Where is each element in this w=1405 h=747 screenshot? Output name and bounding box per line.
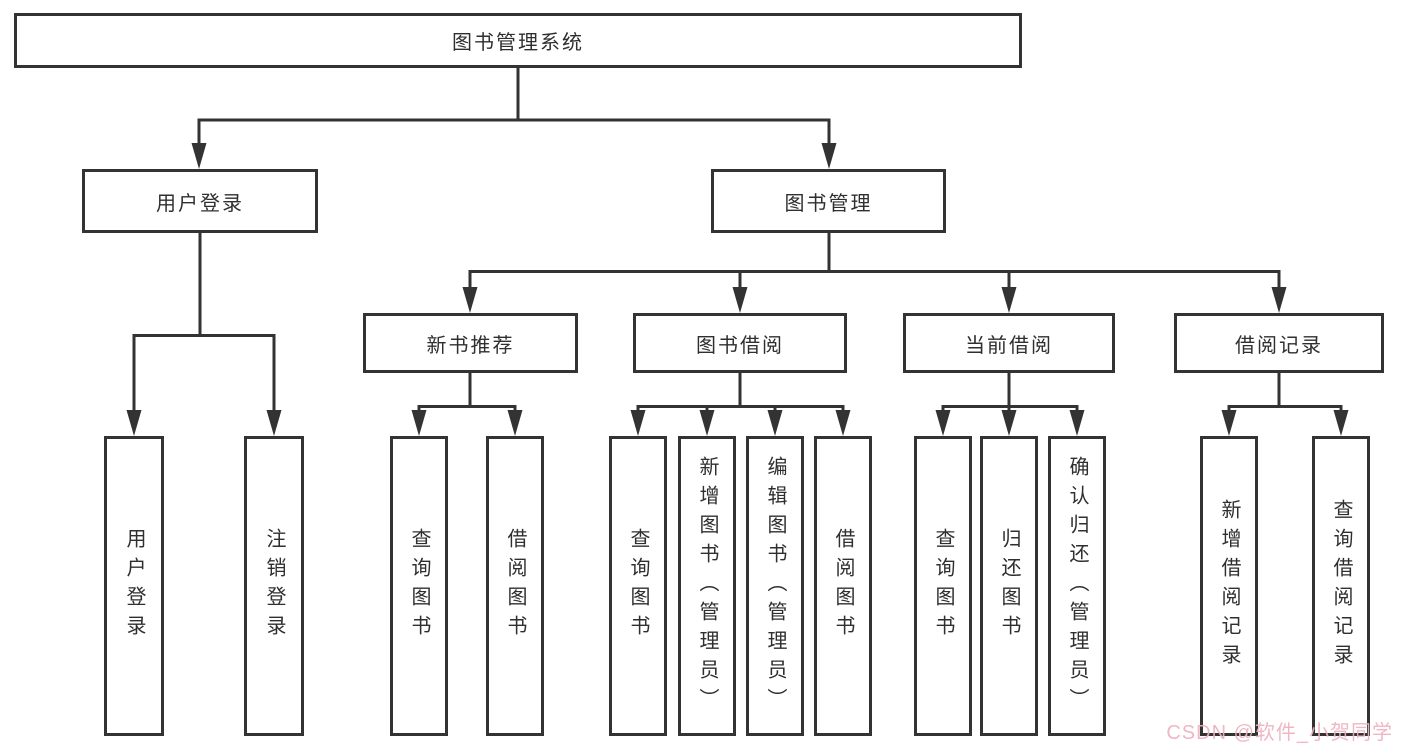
leaf-confirm-return-admin: 确认归还（管理员） (1048, 436, 1106, 736)
connector-level1-drops (197, 118, 831, 150)
node-book-borrow: 图书借阅 (633, 313, 847, 373)
connector-userlogin-drops (132, 334, 276, 416)
connector-leaf-drops (417, 405, 1343, 414)
leaf-query-books-current: 查询图书 (914, 436, 972, 736)
node-current-borrow: 当前借阅 (903, 313, 1115, 373)
leaf-query-books-borrow: 查询图书 (609, 436, 667, 736)
leaf-edit-book-admin: 编辑图书（管理员） (746, 436, 804, 736)
arrowheads (126, 143, 1349, 436)
connector-level2-drops (468, 270, 1281, 292)
leaf-borrow-books: 借阅图书 (814, 436, 872, 736)
leaf-add-book-admin: 新增图书（管理员） (678, 436, 736, 736)
leaf-borrow-books-recommend: 借阅图书 (486, 436, 544, 736)
node-borrow-records: 借阅记录 (1174, 313, 1384, 373)
node-user-login: 用户登录 (82, 169, 318, 233)
leaf-query-borrow-record: 查询借阅记录 (1312, 436, 1370, 736)
node-book-management: 图书管理 (711, 169, 946, 233)
node-root-system: 图书管理系统 (14, 13, 1022, 68)
leaf-logout: 注销登录 (244, 436, 304, 736)
leaf-return-books: 归还图书 (980, 436, 1038, 736)
leaf-add-borrow-record: 新增借阅记录 (1200, 436, 1258, 736)
connector-level3-stems (468, 373, 1281, 408)
node-new-book-recommend: 新书推荐 (363, 313, 578, 373)
leaf-query-books-recommend: 查询图书 (390, 436, 448, 736)
csdn-watermark: CSDN @软件_小贺同学 (1166, 722, 1393, 744)
leaf-user-login: 用户登录 (104, 436, 164, 736)
